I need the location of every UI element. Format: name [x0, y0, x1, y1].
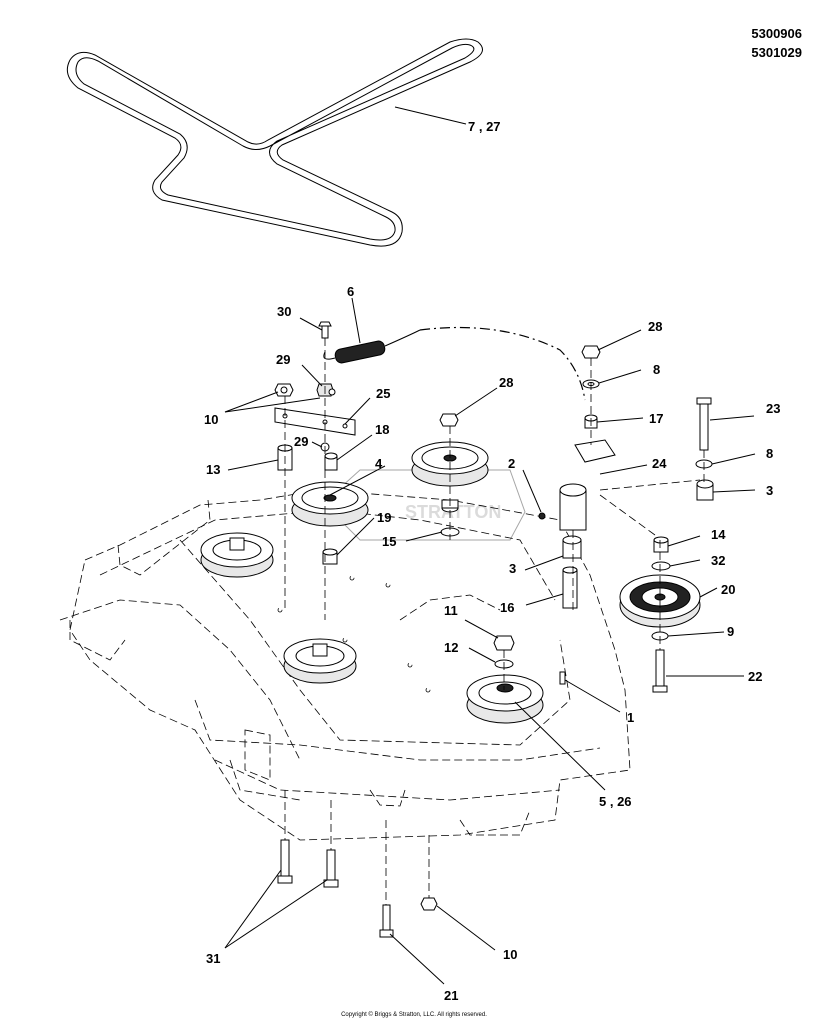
callout-12: 12 [444, 640, 458, 655]
nut-28-right [581, 345, 601, 359]
nut-11 [493, 635, 515, 651]
callout-11: 11 [444, 603, 458, 618]
drive-belt [66, 38, 483, 247]
callout-30: 30 [277, 304, 291, 319]
bolt-31-right [323, 849, 339, 888]
bushing-3-right [696, 479, 714, 501]
nut-10-bottom [420, 897, 438, 911]
mower-deck [59, 489, 631, 841]
bolt-22 [652, 649, 668, 693]
callout-21: 21 [444, 988, 458, 1003]
assembly-centerlines [284, 338, 705, 905]
callout-24: 24 [652, 456, 667, 471]
callout-29-top: 29 [276, 352, 290, 367]
leader-lines [224, 297, 756, 985]
callout-28-top: 28 [499, 375, 513, 390]
leader-7-27 [394, 106, 467, 125]
callout-29-bottom: 29 [294, 434, 308, 449]
bushing-3 [562, 535, 582, 559]
pin-1 [559, 671, 566, 685]
callout-31: 31 [206, 951, 220, 966]
spindle-pulley-center [283, 638, 357, 684]
callout-6: 6 [347, 284, 354, 299]
callout-3-right: 3 [766, 483, 773, 498]
copyright-notice: Copyright © Briggs & Stratton, LLC. All … [341, 1012, 487, 1018]
washer-32 [651, 561, 671, 571]
bolt-21 [379, 904, 394, 938]
callout-32: 32 [711, 553, 725, 568]
pin-2 [538, 512, 546, 520]
callout-15: 15 [382, 534, 396, 549]
callout-8-right: 8 [766, 446, 773, 461]
callout-28-right: 28 [648, 319, 662, 334]
bolt-30 [318, 321, 332, 339]
callout-9: 9 [727, 624, 734, 639]
idler-arm [559, 439, 616, 531]
callout-17: 17 [649, 411, 663, 426]
callout-19: 19 [377, 510, 391, 525]
callout-3-left: 3 [509, 561, 516, 576]
callout-22: 22 [748, 669, 762, 684]
callout-14: 14 [711, 527, 726, 542]
bolt-23 [696, 397, 712, 451]
idler-spring [323, 329, 421, 364]
bolt-31-left [277, 839, 293, 884]
bushing-18 [324, 452, 338, 471]
nut-28-top [439, 413, 459, 427]
nut-10 [274, 383, 294, 397]
callout-18: 18 [375, 422, 389, 437]
part-number-2: 5301029 [751, 45, 802, 60]
callout-5-26: 5 , 26 [599, 794, 632, 809]
callout-23: 23 [766, 401, 780, 416]
callout-25: 25 [376, 386, 390, 401]
callout-2: 2 [508, 456, 515, 471]
callout-16: 16 [500, 600, 514, 615]
callout-20: 20 [721, 582, 735, 597]
spindle-pulley-right [466, 674, 544, 724]
idler-pulley-left [291, 481, 369, 527]
callout-7-27: 7 , 27 [468, 119, 501, 134]
callout-10-bottom: 10 [503, 947, 517, 962]
spacer-14 [653, 536, 669, 553]
idler-bracket-plate [274, 407, 356, 436]
spacer-16 [562, 566, 578, 609]
callout-8-top: 8 [653, 362, 660, 377]
callout-13: 13 [206, 462, 220, 477]
callout-10: 10 [204, 412, 218, 427]
spindle-pulley-left [200, 532, 274, 578]
part-number-1: 5300906 [751, 26, 802, 41]
spring-path-line [419, 326, 586, 401]
spacer-19-left [322, 548, 338, 565]
washer-small [328, 388, 336, 396]
callout-4: 4 [375, 456, 383, 471]
callout-1: 1 [627, 710, 634, 725]
